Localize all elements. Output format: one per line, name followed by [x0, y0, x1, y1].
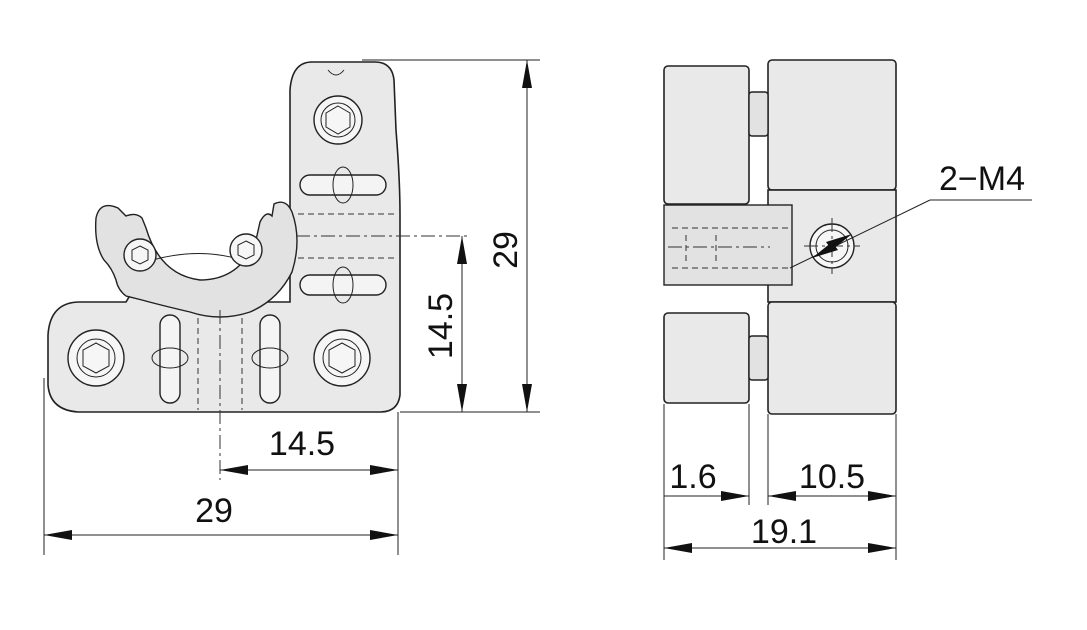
dimension-half-width-14-5: 14.5	[220, 425, 398, 475]
svg-text:1.6: 1.6	[669, 458, 716, 496]
side-left-plate-lower	[663, 312, 750, 404]
dimension-height-29: 29	[487, 60, 532, 412]
dimension-total-19-1: 19.1	[664, 513, 896, 553]
dimension-half-height-14-5: 14.5	[422, 236, 467, 412]
side-right-block-lower	[767, 301, 897, 415]
side-clamp-tab	[663, 204, 793, 286]
thread-callout: 2−M4	[789, 160, 1032, 269]
side-right-block-upper	[767, 59, 897, 191]
svg-text:2−M4: 2−M4	[939, 160, 1025, 198]
slot-bottom-left	[151, 314, 189, 404]
svg-text:29: 29	[487, 231, 525, 269]
slot-top-upper	[299, 166, 387, 204]
svg-text:19.1: 19.1	[751, 513, 817, 551]
svg-text:14.5: 14.5	[422, 293, 460, 359]
clamp-arm	[94, 201, 298, 318]
side-view: 2−M4 1.6 10.5 19.1	[663, 59, 1032, 560]
pivot-screw-right	[229, 233, 263, 267]
svg-text:14.5: 14.5	[269, 425, 335, 463]
screw-top-right	[313, 95, 363, 145]
screw-bottom-left	[67, 329, 125, 387]
front-view: 29 14.5 29 14.5	[43, 59, 540, 555]
side-spacer-upper	[748, 91, 769, 137]
top-notch	[327, 69, 345, 76]
slot-top-lower	[299, 266, 387, 304]
dimension-block-10-5: 10.5	[768, 458, 896, 501]
pivot-screw-left	[123, 238, 157, 272]
side-spacer-lower	[748, 335, 769, 381]
svg-text:10.5: 10.5	[799, 458, 865, 496]
svg-text:29: 29	[195, 492, 233, 530]
side-left-plate-upper	[663, 65, 750, 205]
screw-bottom-right	[313, 329, 371, 387]
dimension-width-29: 29	[44, 492, 398, 540]
dimension-gap-1-6: 1.6	[664, 458, 749, 501]
slot-bottom-right	[251, 314, 289, 404]
